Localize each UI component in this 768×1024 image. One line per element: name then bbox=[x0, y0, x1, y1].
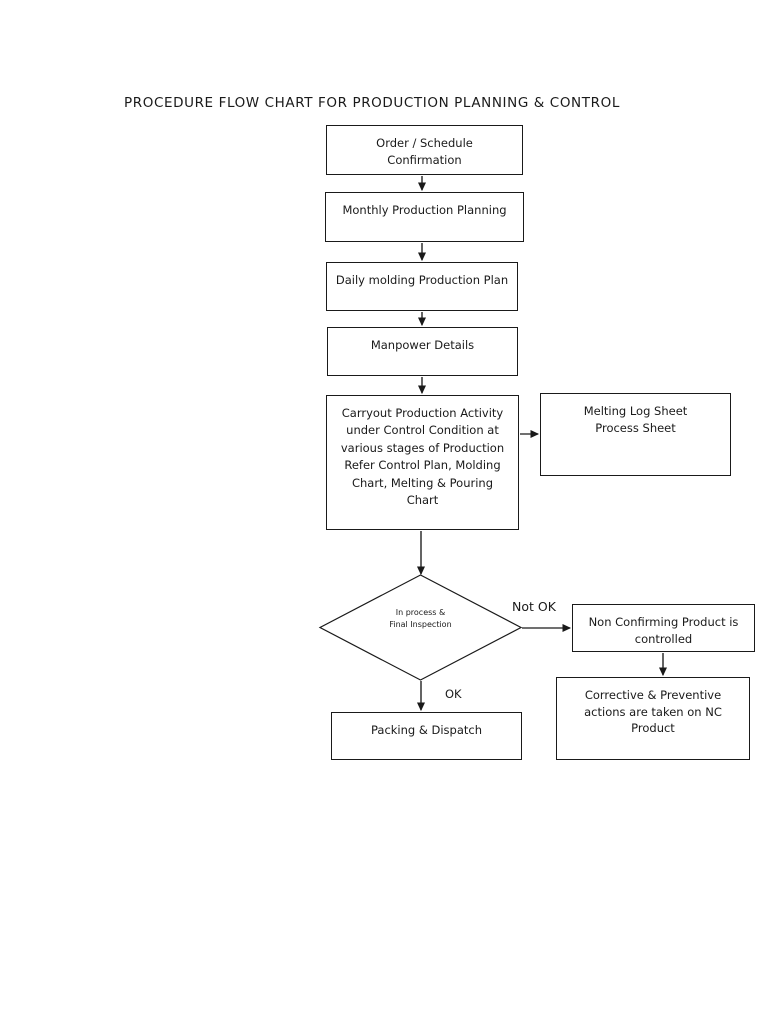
node-carryout-production-activity[interactable]: Carryout Production Activity under Contr… bbox=[326, 395, 519, 530]
node-packing-dispatch[interactable]: Packing & Dispatch bbox=[331, 712, 522, 760]
node-non-confirming-product-controlled[interactable]: Non Confirming Product is controlled bbox=[572, 604, 755, 652]
node-melting-log-sheet[interactable]: Melting Log Sheet Process Sheet bbox=[540, 393, 731, 476]
node-daily-molding-production-plan[interactable]: Daily molding Production Plan bbox=[326, 262, 518, 311]
node-monthly-production-planning[interactable]: Monthly Production Planning bbox=[325, 192, 524, 242]
node-manpower-details[interactable]: Manpower Details bbox=[327, 327, 518, 376]
edge-label-ok: OK bbox=[445, 687, 462, 701]
node-corrective-preventive-actions[interactable]: Corrective & Preventive actions are take… bbox=[556, 677, 750, 760]
node-order-schedule-confirmation[interactable]: Order / Schedule Confirmation bbox=[326, 125, 523, 175]
node-in-process-final-inspection-label[interactable]: In process & Final Inspection bbox=[389, 608, 452, 629]
page-title: PROCEDURE FLOW CHART FOR PRODUCTION PLAN… bbox=[124, 95, 620, 111]
edge-label-not-ok: Not OK bbox=[512, 599, 556, 614]
